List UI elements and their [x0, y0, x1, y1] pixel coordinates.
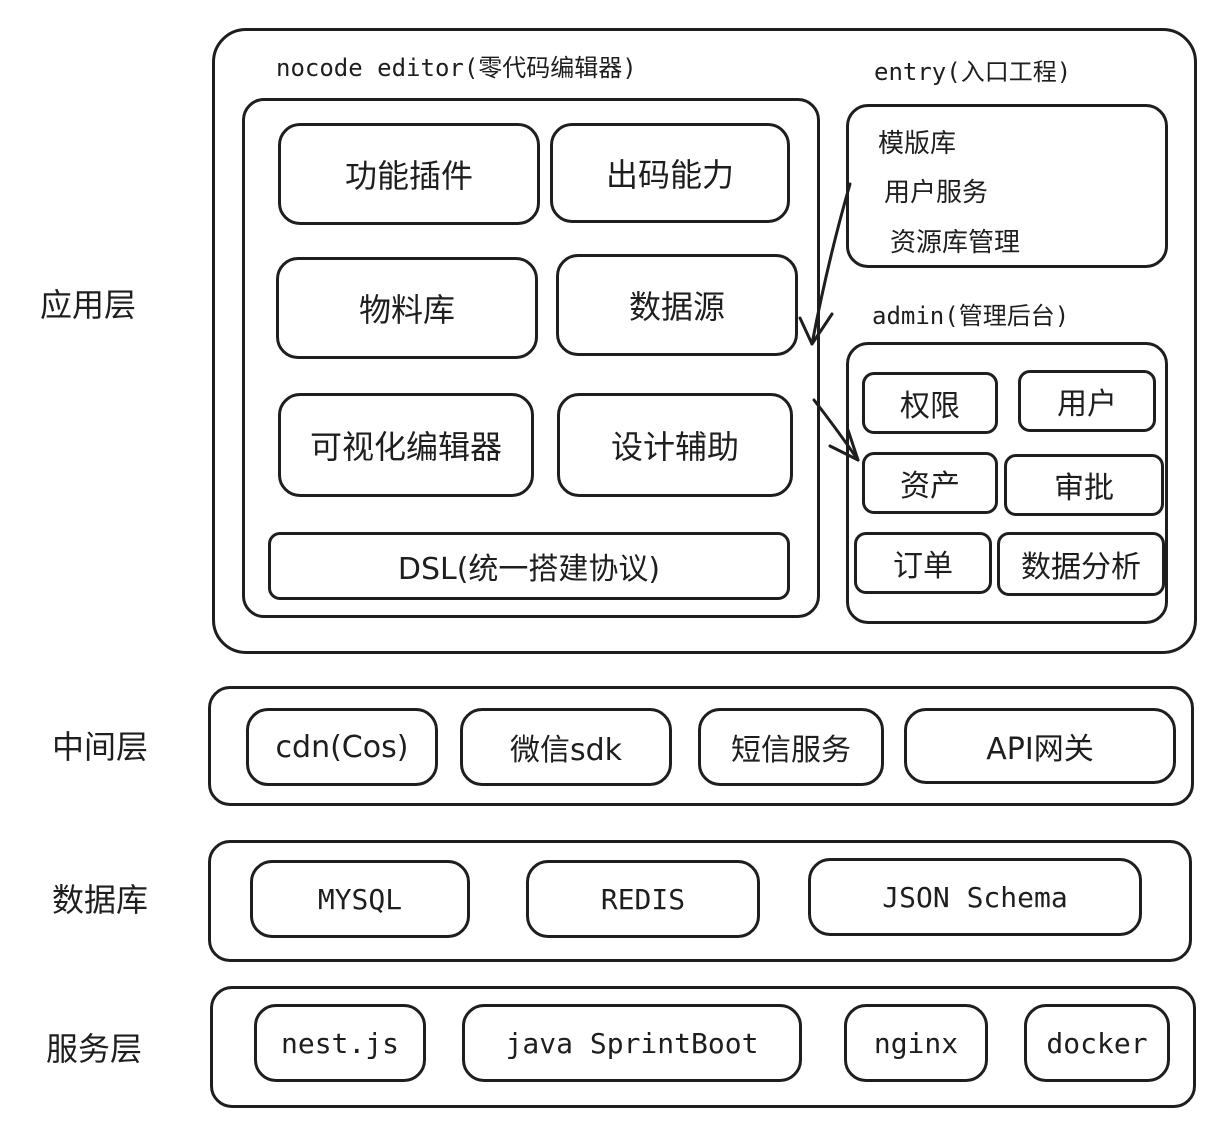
layer-label-service: 服务层: [46, 1030, 143, 1068]
module-plugins: 功能插件: [278, 123, 540, 225]
layer-label-db: 数据库: [52, 881, 149, 919]
db-json-schema: JSON Schema: [808, 858, 1142, 936]
module-datasource: 数据源: [556, 254, 798, 356]
layer-label-app: 应用层: [40, 286, 137, 324]
db-redis: REDIS: [526, 860, 760, 938]
admin-analytics: 数据分析: [997, 532, 1165, 596]
service-nginx: nginx: [844, 1004, 988, 1082]
middleware-api-gateway: API网关: [904, 708, 1176, 784]
admin-order: 订单: [854, 532, 992, 594]
entry-item-templates: 模版库: [878, 129, 957, 159]
editor-container: [242, 98, 820, 618]
layer-label-middle: 中间层: [52, 728, 149, 766]
module-dsl: DSL(统一搭建协议): [268, 532, 790, 600]
middleware-cdn: cdn(Cos): [246, 708, 438, 786]
service-nestjs: nest.js: [254, 1004, 426, 1082]
entry-item-resource-mgmt: 资源库管理: [890, 228, 1021, 258]
admin-title: admin(管理后台): [872, 302, 1070, 330]
editor-title: nocode editor(零代码编辑器): [276, 54, 637, 82]
entry-title: entry(入口工程): [874, 58, 1072, 86]
module-codegen: 出码能力: [550, 123, 790, 223]
middle-layer-container: [208, 686, 1194, 806]
service-docker: docker: [1024, 1004, 1170, 1082]
db-mysql: MYSQL: [250, 860, 470, 938]
module-materials: 物料库: [276, 257, 538, 359]
admin-user: 用户: [1018, 370, 1156, 432]
admin-approval: 审批: [1004, 454, 1164, 516]
admin-permission: 权限: [862, 372, 998, 434]
service-layer-container: [210, 986, 1196, 1108]
db-layer-container: [208, 840, 1192, 962]
entry-item-user-service: 用户服务: [884, 178, 989, 208]
service-java-springboot: java SprintBoot: [462, 1004, 802, 1082]
module-design-aid: 设计辅助: [557, 393, 793, 497]
admin-container: [846, 342, 1168, 624]
app-layer-container: [212, 28, 1197, 654]
module-visual-editor: 可视化编辑器: [278, 393, 534, 497]
middleware-wechat-sdk: 微信sdk: [460, 708, 672, 786]
middleware-sms: 短信服务: [698, 708, 884, 786]
admin-asset: 资产: [862, 452, 998, 514]
